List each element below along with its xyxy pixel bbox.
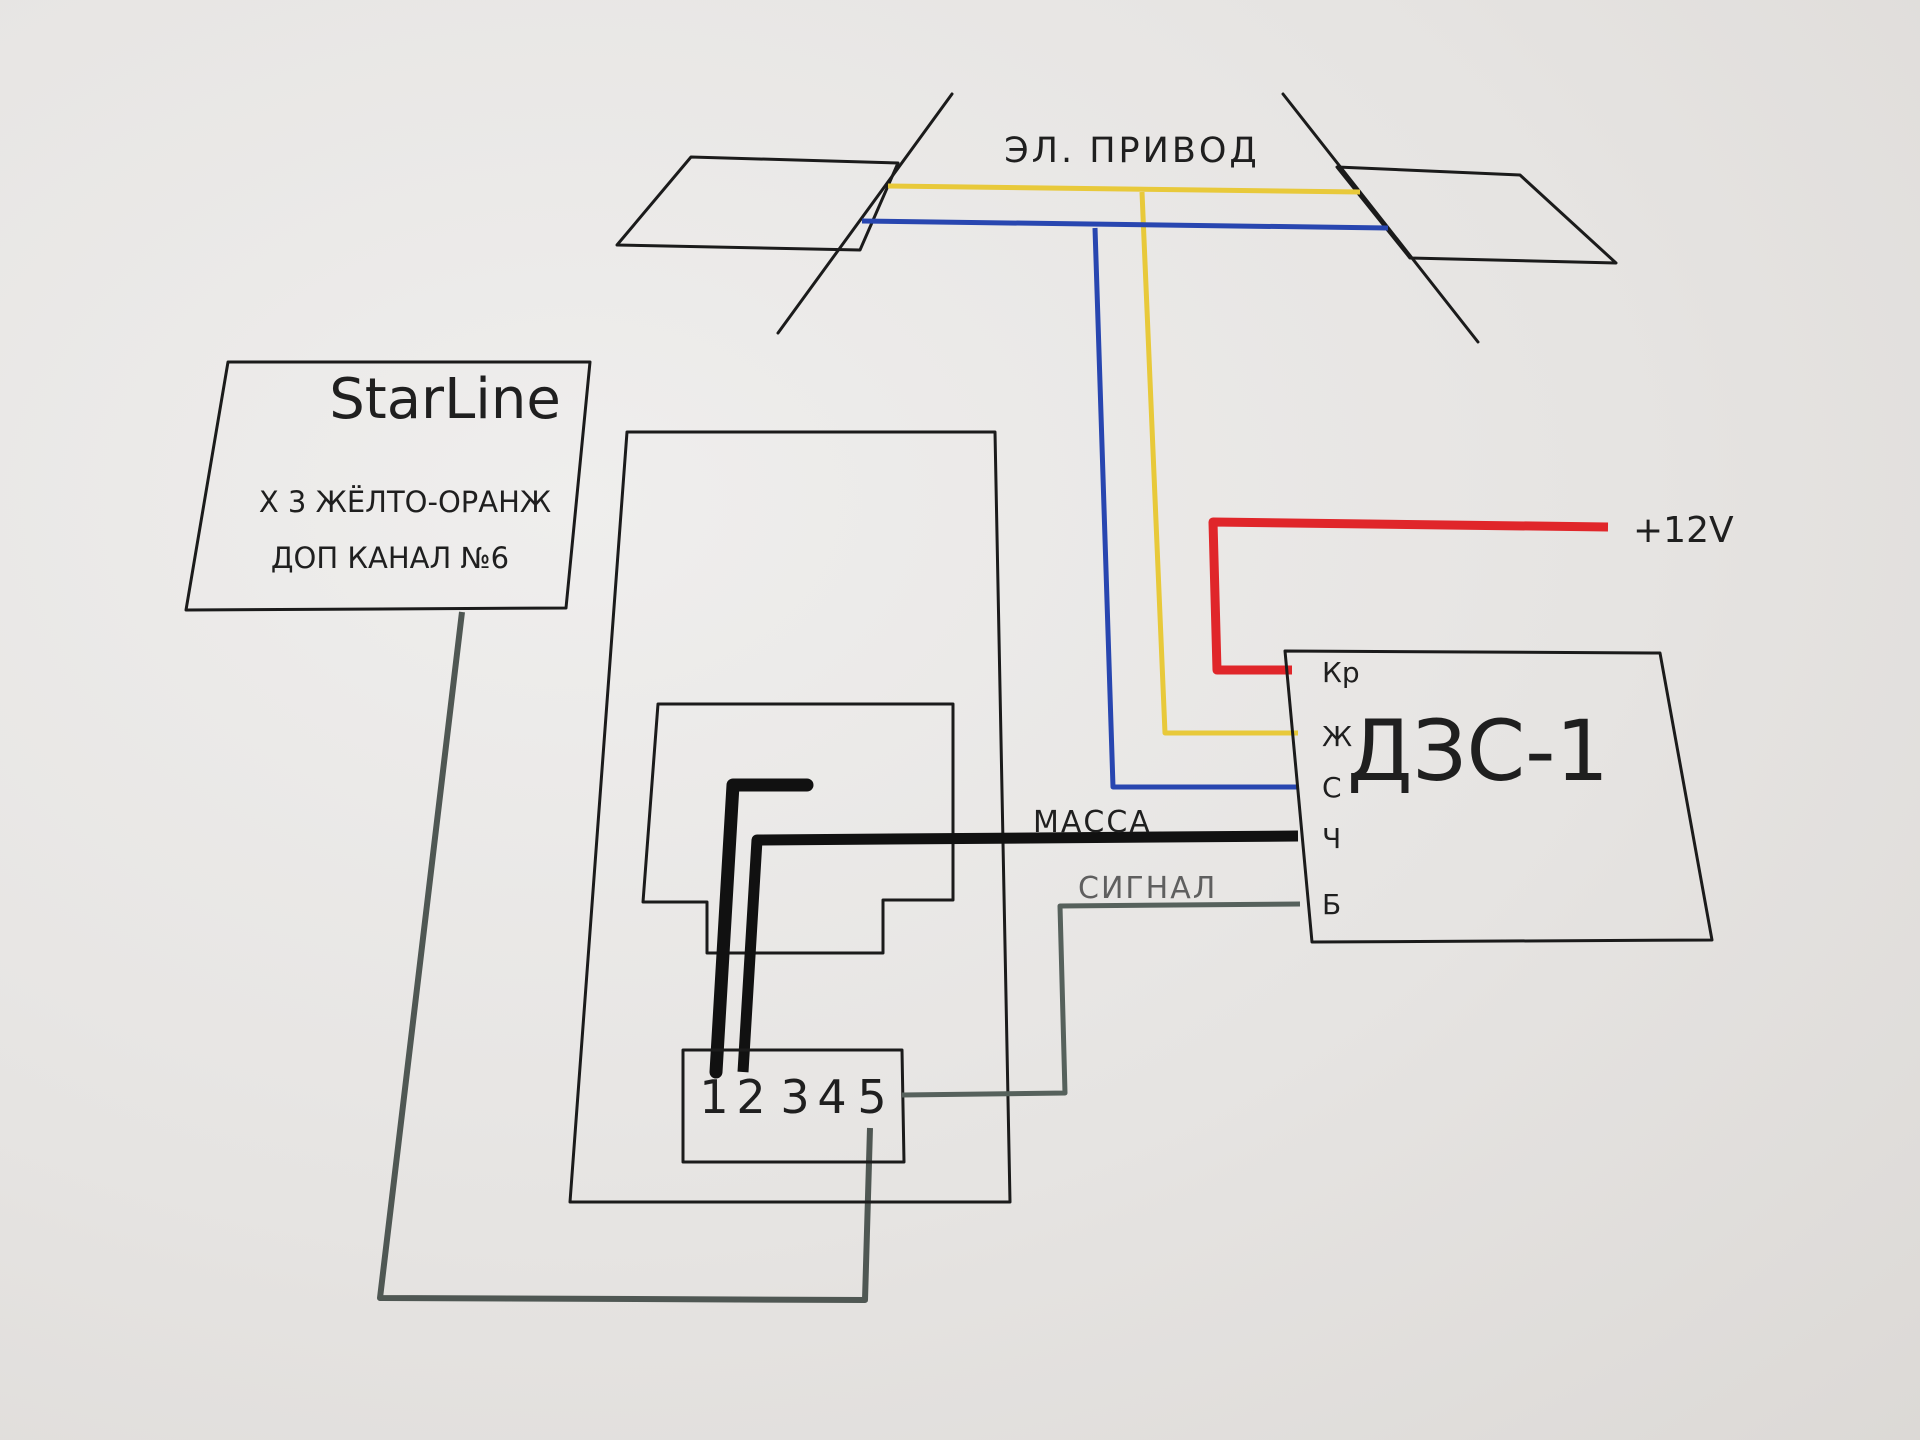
sensor-pin-red: Кр xyxy=(1322,656,1360,689)
sensor-pin-black: Ч xyxy=(1322,822,1341,855)
actuator-wires xyxy=(861,183,1389,790)
yellow-wire xyxy=(1139,191,1298,736)
black-wire-1 xyxy=(709,778,814,1079)
connector-pin-4: 4 xyxy=(817,1070,846,1124)
sensor-box xyxy=(1283,649,1714,944)
starline-output-label: X 3 ЖЁЛТО-ОРАНЖ xyxy=(259,485,551,519)
ground-wires: МАССА xyxy=(709,778,1299,1079)
connector-box xyxy=(681,1048,906,1164)
connector-pin-5: 5 xyxy=(857,1070,886,1124)
signal-wire-group: СИГНАЛ xyxy=(901,871,1301,1098)
connector-pin-3: 3 xyxy=(780,1070,809,1124)
door-outline xyxy=(568,430,1012,1204)
starline-title: StarLine xyxy=(329,367,561,432)
signal-wire xyxy=(901,901,1301,1098)
blue-wire xyxy=(1092,227,1298,790)
door-module xyxy=(568,430,1012,1204)
starline-unit: StarLine X 3 ЖЁЛТО-ОРАНЖ ДОП КАНАЛ №6 xyxy=(184,360,592,612)
sensor-pin-blue: С xyxy=(1322,771,1342,804)
connector: 1 2 3 4 5 xyxy=(681,1048,906,1164)
ground-label: МАССА xyxy=(1033,805,1152,840)
sensor-name: ДЗС-1 xyxy=(1347,702,1609,800)
blue-wire-top xyxy=(861,218,1389,231)
connector-pin-1: 1 xyxy=(699,1070,728,1124)
sensor-pin-yellow: Ж xyxy=(1322,720,1352,753)
actuator-left-wing xyxy=(615,155,900,252)
actuator-label: ЭЛ. ПРИВОД xyxy=(1004,131,1260,171)
actuator: ЭЛ. ПРИВОД xyxy=(615,92,1618,344)
power-wire: +12V xyxy=(1208,510,1734,675)
starline-channel-label: ДОП КАНАЛ №6 xyxy=(271,541,509,575)
actuator-left-edge xyxy=(776,92,954,335)
starline-wire xyxy=(377,611,873,1303)
signal-label: СИГНАЛ xyxy=(1078,871,1217,906)
lock-outline xyxy=(641,702,955,955)
power-label: +12V xyxy=(1633,510,1734,551)
connector-pin-2: 2 xyxy=(736,1070,765,1124)
red-wire xyxy=(1208,517,1609,675)
black-wire-2 xyxy=(737,830,1299,1073)
sensor-pin-signal: Б xyxy=(1322,888,1341,921)
actuator-right-edge xyxy=(1281,92,1480,344)
starline-box xyxy=(184,360,592,612)
yellow-wire-top xyxy=(887,183,1361,195)
sensor-unit: Кр Ж С Ч Б ДЗС-1 xyxy=(1283,649,1714,944)
